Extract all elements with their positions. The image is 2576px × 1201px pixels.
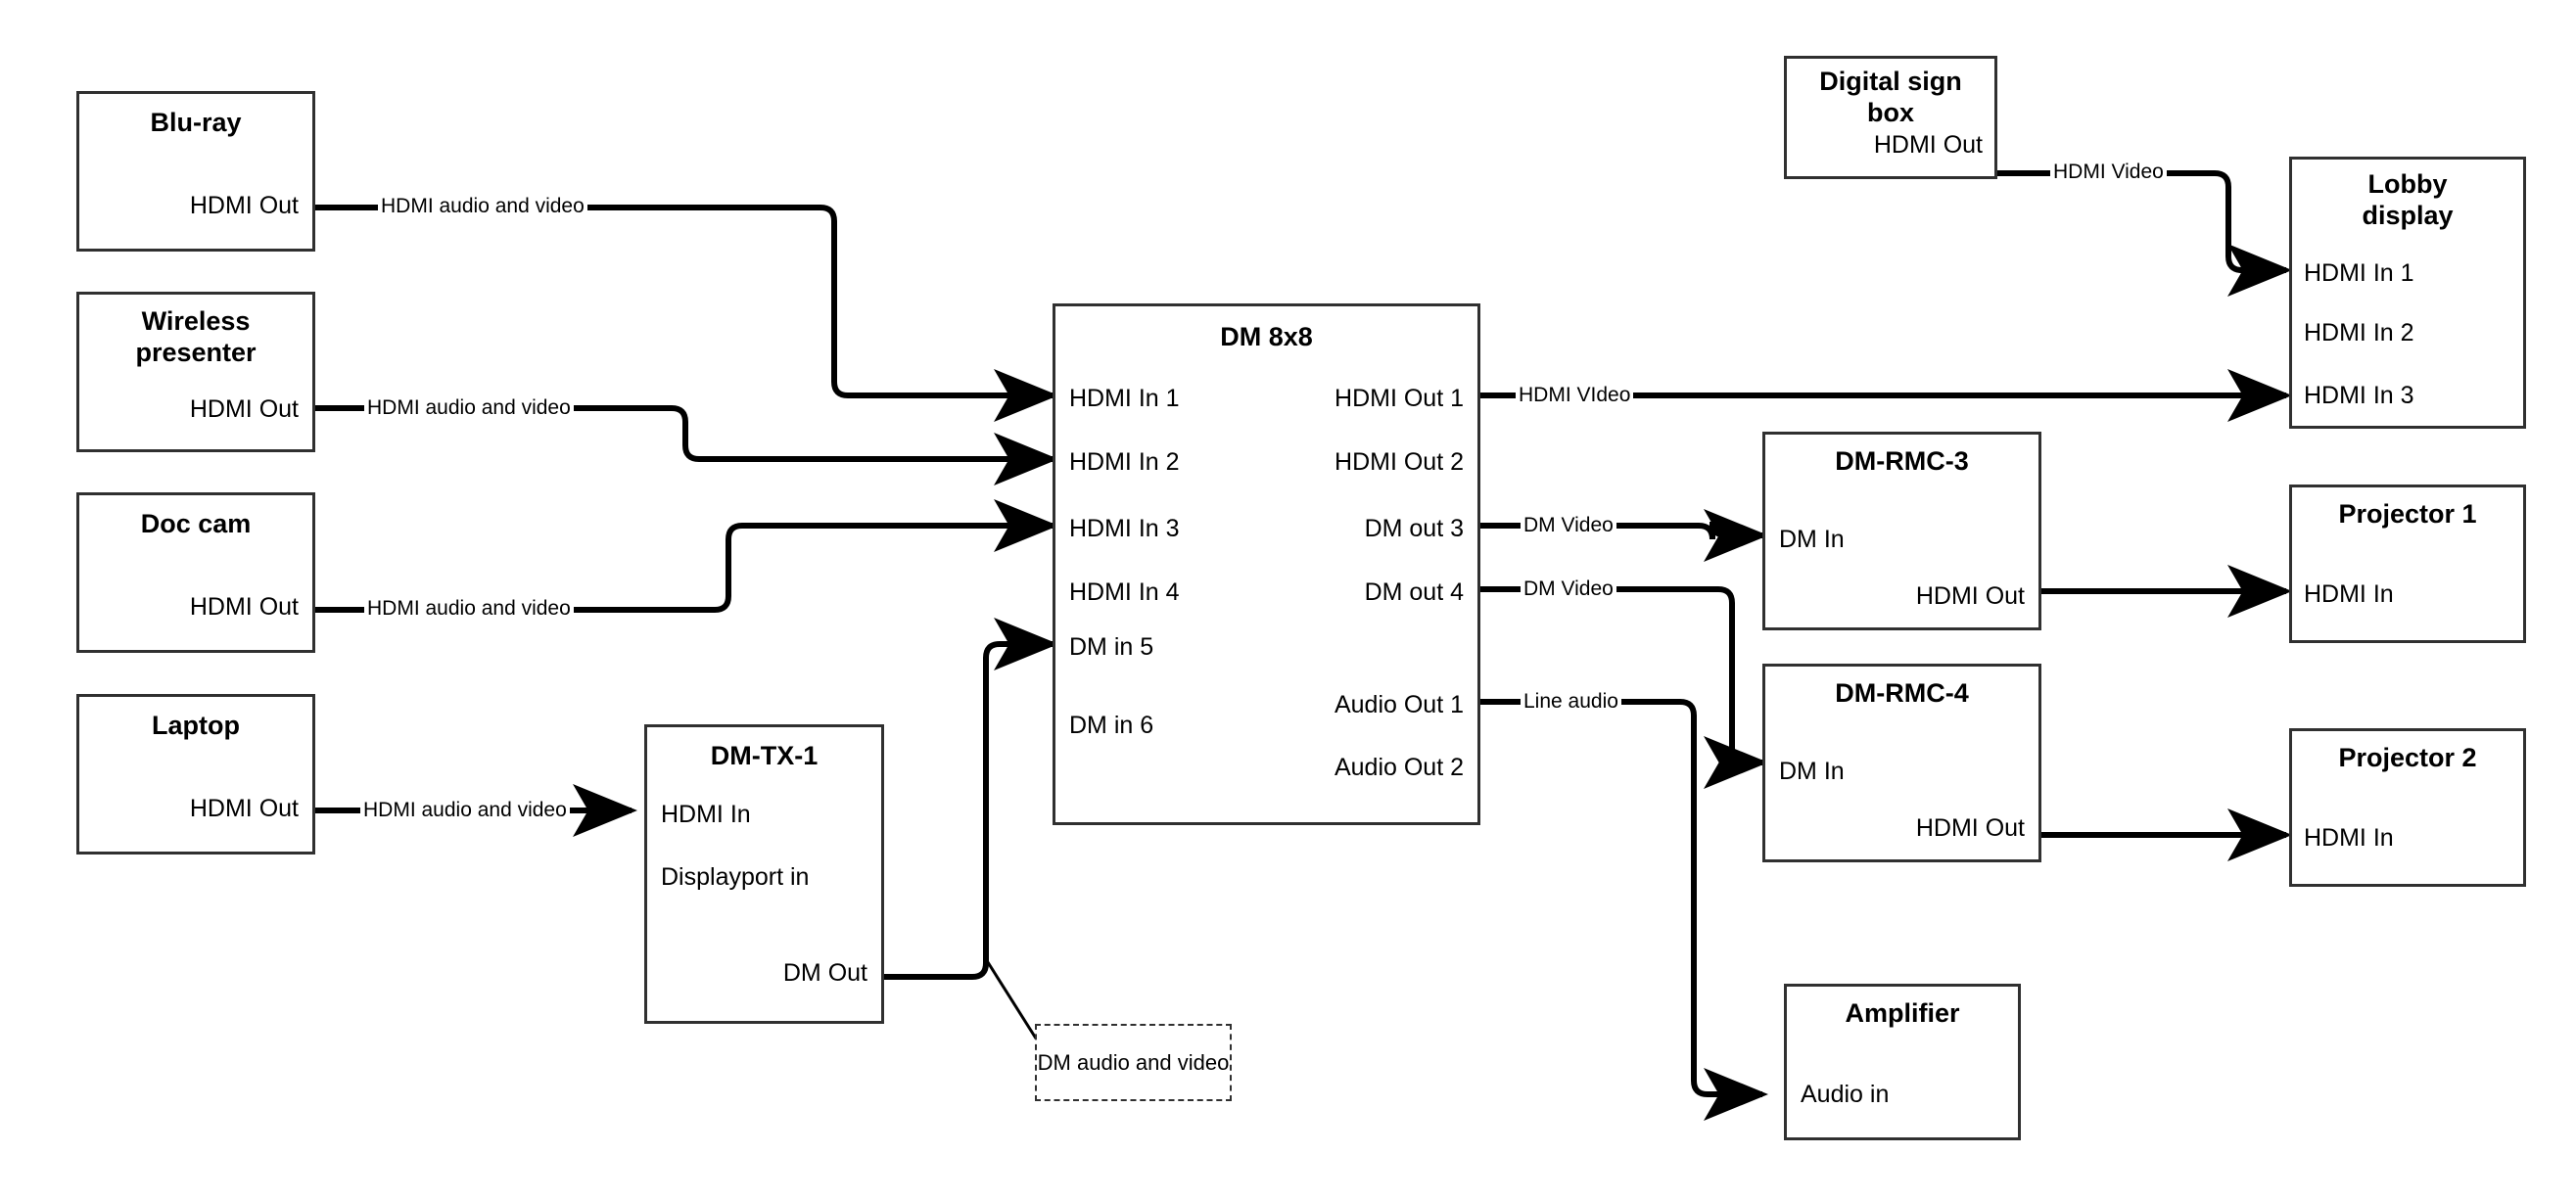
node-title: Lobby display	[2362, 169, 2454, 230]
port-hdmi-out: HDMI Out	[189, 795, 299, 822]
node-laptop[interactable]: Laptop HDMI Out	[76, 694, 315, 855]
port-hdmi-in-3: HDMI In 3	[2304, 382, 2414, 409]
port-hdmi-in-2: HDMI In 2	[1069, 448, 1180, 476]
port-hdmi-out: HDMI Out	[189, 593, 299, 621]
node-title: Amplifier	[1845, 998, 1960, 1028]
wire-label-hdmi-out-1: HDMI VIdeo	[1516, 385, 1634, 405]
node-title: DM-TX-1	[710, 741, 819, 770]
wire-label-audio-out-1: Line audio	[1521, 691, 1621, 712]
port-dm-out-3: DM out 3	[1364, 515, 1464, 542]
node-amplifier[interactable]: Amplifier Audio in	[1784, 984, 2021, 1140]
node-dm-rmc-3[interactable]: DM-RMC-3 DM In HDMI Out	[1762, 432, 2041, 630]
node-lobby-display[interactable]: Lobby display HDMI In 1 HDMI In 2 HDMI I…	[2289, 157, 2526, 429]
node-title: Wireless presenter	[135, 306, 257, 367]
port-hdmi-in: HDMI In	[661, 801, 751, 828]
wire-label-laptop: HDMI audio and video	[360, 800, 570, 820]
port-hdmi-in-1: HDMI In 1	[1069, 385, 1180, 412]
wire-label-doccam: HDMI audio and video	[364, 598, 574, 619]
wire-label-dm-out-4: DM Video	[1521, 578, 1616, 599]
annotation-dm-audio-video: DM audio and video	[1035, 1024, 1232, 1101]
node-title: Projector 1	[2338, 499, 2477, 529]
node-title: Digital sign box	[1819, 67, 1962, 127]
port-audio-in: Audio in	[1801, 1081, 1890, 1108]
port-hdmi-out-1: HDMI Out 1	[1335, 385, 1464, 412]
port-hdmi-in-2: HDMI In 2	[2304, 319, 2414, 346]
node-dm-rmc-4[interactable]: DM-RMC-4 DM In HDMI Out	[1762, 664, 2041, 862]
node-title: Laptop	[152, 711, 240, 740]
port-hdmi-in-3: HDMI In 3	[1069, 515, 1180, 542]
port-displayport-in: Displayport in	[661, 863, 810, 891]
port-audio-out-1: Audio Out 1	[1334, 691, 1464, 718]
port-hdmi-out: HDMI Out	[1915, 814, 2025, 842]
node-projector-2[interactable]: Projector 2 HDMI In	[2289, 728, 2526, 887]
port-dm-in-5: DM in 5	[1069, 633, 1154, 661]
port-hdmi-in-4: HDMI In 4	[1069, 578, 1180, 606]
node-title: DM-RMC-3	[1835, 446, 1969, 476]
port-hdmi-in-1: HDMI In 1	[2304, 259, 2414, 287]
wire-label-bluray: HDMI audio and video	[378, 196, 587, 216]
node-digital-sign-box[interactable]: Digital sign box HDMI Out	[1784, 56, 1997, 179]
port-hdmi-out: HDMI Out	[189, 395, 299, 423]
port-hdmi-in: HDMI In	[2304, 824, 2394, 852]
port-hdmi-in: HDMI In	[2304, 580, 2394, 608]
node-dm-tx-1[interactable]: DM-TX-1 HDMI In Displayport in DM Out	[644, 724, 884, 1024]
port-hdmi-out: HDMI Out	[1915, 582, 2025, 610]
port-dm-out-4: DM out 4	[1364, 578, 1464, 606]
node-bluray[interactable]: Blu-ray HDMI Out	[76, 91, 315, 252]
port-dm-in-6: DM in 6	[1069, 712, 1154, 739]
port-hdmi-out-2: HDMI Out 2	[1335, 448, 1464, 476]
node-title: DM-RMC-4	[1835, 678, 1969, 708]
wire-label-dm-out-3: DM Video	[1521, 515, 1616, 535]
node-title: Blu-ray	[150, 108, 242, 137]
port-dm-in: DM In	[1779, 526, 1845, 553]
node-wireless-presenter[interactable]: Wireless presenter HDMI Out	[76, 292, 315, 452]
node-dm-8x8[interactable]: DM 8x8 HDMI In 1 HDMI In 2 HDMI In 3 HDM…	[1053, 303, 1480, 825]
port-dm-out: DM Out	[782, 959, 867, 987]
port-audio-out-2: Audio Out 2	[1334, 754, 1464, 781]
node-title: DM 8x8	[1220, 322, 1313, 351]
node-title: Projector 2	[2338, 743, 2477, 772]
wire-label-sign-to-lobby: HDMI Video	[2050, 162, 2167, 182]
node-projector-1[interactable]: Projector 1 HDMI In	[2289, 485, 2526, 643]
node-doc-cam[interactable]: Doc cam HDMI Out	[76, 492, 315, 653]
wire-label-wireless: HDMI audio and video	[364, 397, 574, 418]
port-dm-in: DM In	[1779, 758, 1845, 785]
port-hdmi-out: HDMI Out	[1873, 131, 1983, 159]
node-title: Doc cam	[140, 509, 252, 538]
port-hdmi-out: HDMI Out	[189, 192, 299, 219]
